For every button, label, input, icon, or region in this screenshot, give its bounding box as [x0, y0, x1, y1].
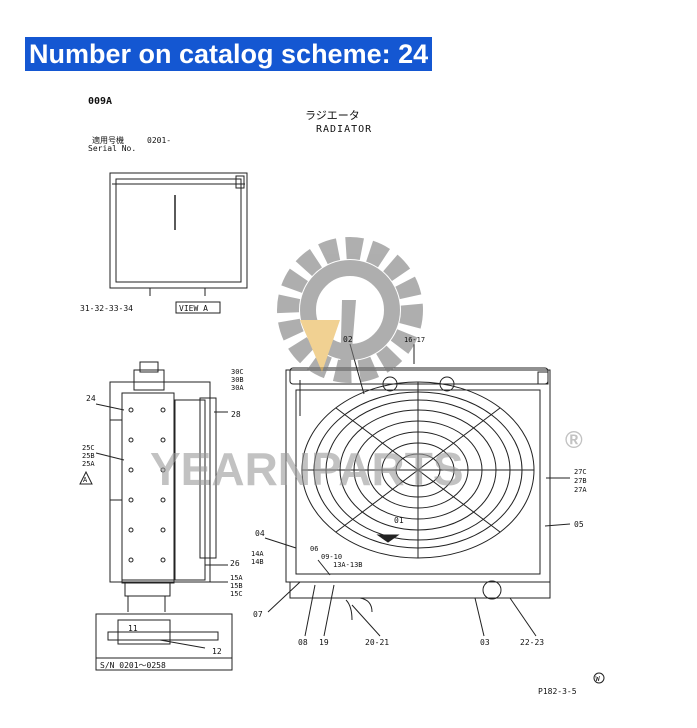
view-a-label: VIEW A: [179, 304, 208, 313]
callout-07: 07: [253, 610, 263, 619]
serial-value: 0201-: [147, 136, 171, 145]
small-view-ref: 31-32-33-34: [80, 304, 133, 313]
callout-12: 12: [212, 647, 222, 656]
copyright-symbol-circle: [593, 672, 605, 684]
callout-27c: 27C: [574, 468, 587, 476]
callout-27a: 27A: [574, 486, 587, 494]
callout-27b: 27B: [574, 477, 587, 485]
callout-30b: 30B: [231, 376, 244, 384]
callout-06: 06: [310, 545, 318, 553]
callout-09-10: 09-10: [321, 553, 342, 561]
detail-box: [95, 613, 233, 671]
title-japanese: ラジエータ: [305, 109, 360, 122]
a-marker-triangle: [79, 470, 93, 485]
callout-01: 01: [394, 516, 404, 525]
callout-04: 04: [255, 529, 265, 538]
callout-14a: 14A: [251, 550, 264, 558]
serial-english: Serial No.: [88, 144, 136, 153]
callout-22-23: 22-23: [520, 638, 544, 647]
callout-25a: 25A: [82, 460, 95, 468]
callout-14b: 14B: [251, 558, 264, 566]
view-a-box: [175, 301, 221, 314]
callout-19: 19: [319, 638, 329, 647]
callout-24: 24: [86, 394, 96, 403]
diagram-code: 009A: [88, 96, 112, 107]
callout-13a-13b: 13A-13B: [333, 561, 363, 569]
footer-symbol: W: [596, 675, 601, 683]
watermark-text: YEARNPARTS: [150, 443, 464, 495]
callout-25c: 25C: [82, 444, 95, 452]
page-number: P182-3-5: [538, 687, 577, 696]
radiator-main-assembly: [264, 343, 571, 637]
radiator-side-view: [95, 361, 228, 612]
callout-11: 11: [128, 624, 138, 633]
watermark-registered: ®: [565, 427, 583, 454]
a-marker: A: [83, 476, 88, 484]
radiator-front-view-small: [109, 172, 248, 296]
serial-japanese: 適用号機: [92, 135, 124, 145]
callout-20-21: 20-21: [365, 638, 389, 647]
serial-range-label: S/N 0201～0258: [100, 661, 166, 670]
callout-08: 08: [298, 638, 308, 647]
callout-26: 26: [230, 559, 240, 568]
catalog-number-banner: Number on catalog scheme: 24: [25, 37, 433, 71]
callout-05: 05: [574, 520, 584, 529]
callout-15b: 15B: [230, 582, 243, 590]
callout-30c: 30C: [231, 368, 244, 376]
callout-30a: 30A: [231, 384, 244, 392]
callout-16-17: 16-17: [404, 336, 425, 344]
title-english: RADIATOR: [316, 124, 372, 135]
callout-02: 02: [343, 335, 353, 344]
yearnparts-watermark-logo: YEARNPARTS ®: [150, 237, 583, 495]
callout-28: 28: [231, 410, 241, 419]
callout-15c: 15C: [230, 590, 243, 598]
callout-25b: 25B: [82, 452, 95, 460]
callout-15a: 15A: [230, 574, 243, 582]
callout-03: 03: [480, 638, 490, 647]
